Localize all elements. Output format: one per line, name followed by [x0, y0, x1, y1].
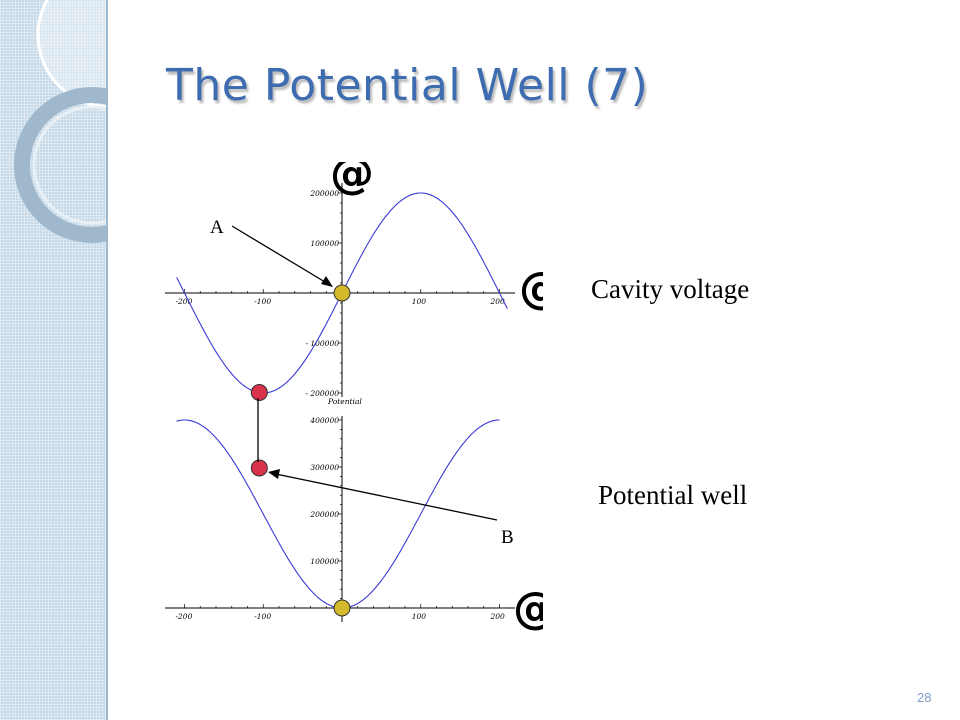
arrow-a-line [231, 225, 331, 286]
point-a-label: A [210, 217, 224, 238]
potential-well-plot: -200 -100 100 200 400000 300000 200000 100000 Po… [165, 397, 515, 622]
slide-title: The Potential Well (7) [166, 60, 649, 111]
mathematica-glyph-artifacts: @ @ @ [330, 148, 573, 635]
x-tick-label: 200 [490, 612, 506, 621]
annotations: A B [210, 217, 514, 548]
cavity-voltage-label: Cavity voltage [591, 274, 750, 304]
x-tick-label: -100 [254, 297, 271, 306]
y-tick-label: 100000 [310, 557, 339, 566]
y-tick-label: 300000 [310, 463, 339, 472]
ring-decoration [14, 0, 106, 243]
red-particle [250, 384, 268, 401]
y-tick-label: 200000 [309, 189, 339, 198]
sidebar-decoration [0, 0, 108, 720]
y-tick-label: 200000 [309, 510, 339, 519]
x-tick-label: -200 [176, 612, 193, 621]
cavity-voltage-plot: -200 -100 100 200 200000 100000 - 100000 - 2000… [165, 183, 515, 401]
y-tick-label: 400000 [309, 416, 339, 425]
arrow-b-head [268, 469, 280, 479]
y-tick-label: 100000 [310, 239, 339, 248]
x-tick-label: -100 [254, 612, 271, 621]
x-tick-label: 200 [490, 297, 506, 306]
y-tick-label: - 100000 [305, 339, 339, 348]
x-tick-label: 100 [412, 612, 427, 621]
slide-number: 28 [917, 690, 932, 705]
potential-well-label: Potential well [598, 480, 748, 510]
y-tick-label: - 200000 [305, 389, 339, 398]
x-tick-label: -200 [176, 297, 193, 306]
arrow-b-line [270, 472, 498, 521]
red-particle [250, 459, 268, 477]
point-b-label: B [501, 527, 514, 548]
arrow-a-head [321, 276, 333, 287]
y-axis-label: Potential [327, 397, 362, 406]
yellow-particle [333, 599, 351, 617]
yellow-particle [333, 284, 351, 302]
x-tick-label: 100 [412, 297, 427, 306]
